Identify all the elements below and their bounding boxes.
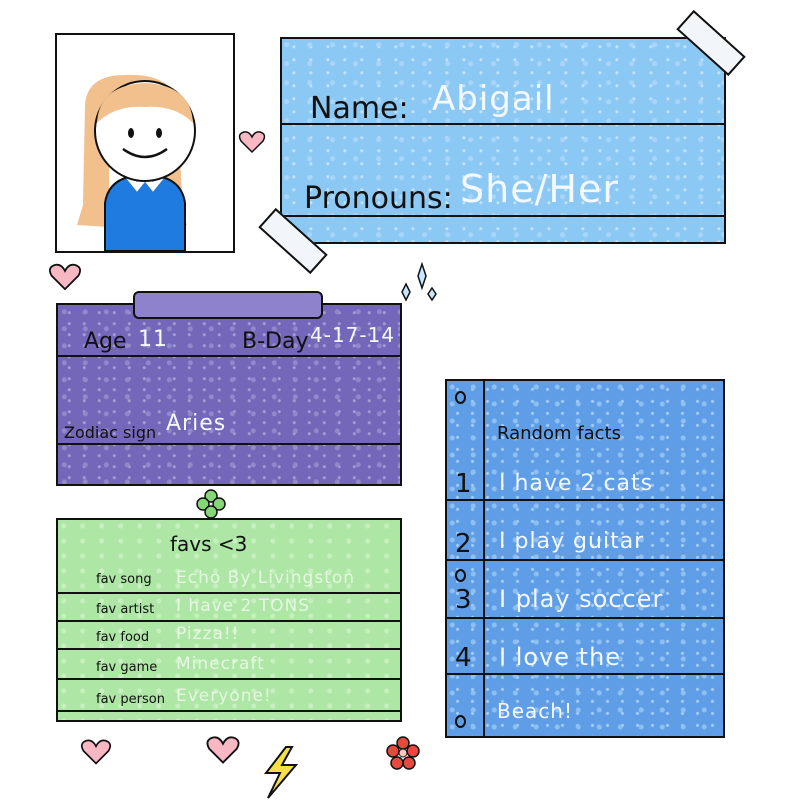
pronouns-value: She/Her — [460, 167, 619, 211]
favs-card: favs <3 fav song Echo By Livingston fav … — [56, 518, 402, 722]
fav-game-value: Minecraft — [176, 654, 265, 674]
facts-card: Random facts 1 I have 2 cats 2 I play gu… — [445, 379, 725, 738]
sparkle-icon — [401, 262, 437, 302]
fact-number: 2 — [455, 529, 472, 559]
fact-number: 4 — [455, 643, 472, 673]
favs-title: favs <3 — [170, 532, 248, 556]
fact-text: I play soccer — [499, 585, 664, 613]
pronouns-label: Pronouns: — [304, 181, 453, 216]
binder-ring-icon — [455, 391, 466, 404]
heart-icon — [206, 736, 240, 764]
fav-person-label: fav person — [96, 692, 165, 707]
heart-icon — [48, 263, 82, 291]
info-card: Age 11 B-Day 4-17-14 Zodiac sign Aries — [56, 303, 402, 486]
portrait-frame — [55, 33, 235, 253]
folder-tab — [133, 291, 323, 319]
binder-ring-icon — [455, 569, 466, 582]
facts-title: Random facts — [497, 423, 621, 444]
heart-icon — [80, 739, 112, 765]
fact-number: 1 — [455, 469, 472, 499]
flower-icon — [386, 736, 420, 770]
fav-artist-label: fav artist — [96, 602, 155, 617]
fav-person-value: Everyone! — [176, 686, 272, 706]
fav-song-label: fav song — [96, 572, 152, 587]
name-card: Name: Abigail Pronouns: She/Her — [280, 37, 726, 244]
name-label: Name: — [310, 91, 409, 126]
lightning-bolt-icon — [263, 746, 299, 799]
heart-icon — [238, 131, 266, 154]
fact-text: I have 2 cats — [499, 471, 654, 496]
fav-artist-value: I have 2 TONS — [176, 596, 311, 616]
bday-value: 4-17-14 — [310, 323, 396, 347]
margin-line — [483, 381, 485, 736]
fact-number: 3 — [455, 585, 472, 615]
zodiac-value: Aries — [166, 411, 227, 436]
bday-label: B-Day — [242, 329, 309, 354]
fav-food-value: Pizza!! — [176, 624, 240, 644]
clover-icon — [196, 489, 226, 519]
name-value: Abigail — [432, 79, 555, 119]
fav-game-label: fav game — [96, 660, 158, 675]
fav-song-value: Echo By Livingston — [176, 568, 356, 588]
fact-text: Beach! — [497, 699, 573, 723]
fact-text: I love the — [499, 643, 622, 671]
age-value: 11 — [138, 327, 168, 352]
binder-ring-icon — [455, 715, 466, 728]
age-label: Age — [84, 329, 127, 354]
zodiac-label: Zodiac sign — [64, 423, 157, 442]
fav-food-label: fav food — [96, 630, 150, 645]
fact-text: I play guitar — [499, 529, 645, 554]
girl-drawing-icon — [77, 74, 196, 252]
